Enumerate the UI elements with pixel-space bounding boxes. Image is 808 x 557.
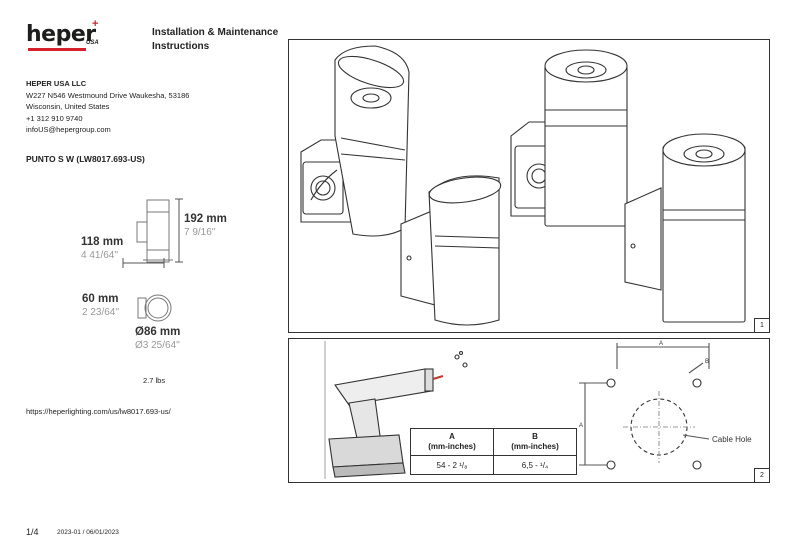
title-line-2: Instructions xyxy=(152,41,210,52)
product-weight: 2.7 lbs xyxy=(143,376,166,385)
diameter-in: Ø3 25/64'' xyxy=(135,340,180,351)
depth-in: 4 41/64'' xyxy=(81,250,119,261)
logo-wordmark: heper xyxy=(26,22,96,47)
column-b-header: B(mm-inches) xyxy=(493,428,577,456)
column-a-value: 54 - 2 ¹/₈ xyxy=(410,455,494,475)
company-email: infoUS@hepergroup.com xyxy=(26,125,111,134)
logo-underline xyxy=(28,48,86,51)
column-b-value: 6,5 - ¹/₄ xyxy=(493,455,577,475)
title-line-1: Installation & Maintenance xyxy=(152,27,279,38)
base-mm: 60 mm xyxy=(82,293,119,305)
logo-usa: USA xyxy=(86,40,99,46)
base-in: 2 23/64'' xyxy=(82,307,120,318)
depth-dimension-line xyxy=(122,258,165,268)
height-mm: 192 mm xyxy=(184,213,227,225)
company-address-2: Wisconsin, United States xyxy=(26,102,110,111)
figure-1-number: 1 xyxy=(754,318,769,332)
product-url[interactable]: https://heperlighting.com/us/lw8017.693-… xyxy=(26,407,171,416)
company-info: HEPER USA LLC W227 N546 Westmound Drive … xyxy=(26,78,189,136)
product-model: PUNTO S W (LW8017.693-US) xyxy=(26,154,145,164)
company-address-1: W227 N546 Westmound Drive Waukesha, 5318… xyxy=(26,90,190,100)
dimension-a-vertical-label: A xyxy=(579,423,583,429)
height-in: 7 9/16'' xyxy=(184,227,216,238)
company-name: HEPER USA LLC xyxy=(26,79,87,88)
top-view-drawing xyxy=(137,294,172,322)
height-dimension-line xyxy=(175,198,183,263)
side-view-drawing xyxy=(136,199,173,263)
product-views-illustration xyxy=(300,45,746,326)
column-a-header: A(mm-inches) xyxy=(410,428,494,456)
hole-spacing-table: A(mm-inches) B(mm-inches) 54 - 2 ¹/₈ 6,5… xyxy=(410,428,577,475)
figure-2-panel: A A B Cable Hole A(mm-inches) B(mm-inche… xyxy=(288,338,770,483)
dimension-b-label: B xyxy=(705,359,709,365)
document-title: Installation & Maintenance Instructions xyxy=(152,26,292,54)
heper-logo: heper + USA xyxy=(26,18,106,52)
depth-mm: 118 mm xyxy=(81,236,124,248)
figure-2-number: 2 xyxy=(754,468,769,482)
figure-1-panel: 1 xyxy=(288,39,770,333)
dimension-a-label: A xyxy=(659,341,663,347)
cable-hole-label: Cable Hole xyxy=(712,435,752,444)
drilling-illustration: A A B Cable Hole xyxy=(324,341,752,479)
diameter-mm: Ø86 mm xyxy=(135,326,181,338)
revision-date: 2023-01 / 06/01/2023 xyxy=(57,529,119,536)
company-phone: +1 312 910 9740 xyxy=(26,113,83,123)
page-number: 1/4 xyxy=(26,527,39,537)
logo-plus-icon: + xyxy=(92,18,99,30)
